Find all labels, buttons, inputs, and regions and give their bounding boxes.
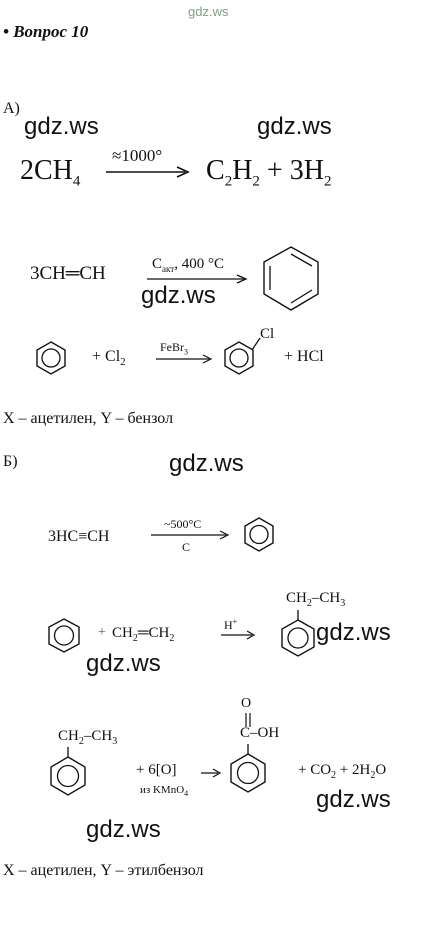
benzene-ring: [263, 246, 319, 311]
a-eq3-condition: FeBr3: [160, 340, 188, 357]
ethylbenzene-ring: [50, 747, 86, 796]
b-eq3-arrow: [201, 768, 222, 778]
b-eq1-condition-bottom: C: [182, 540, 191, 554]
b-eq3-products: + CO2 + 2H2O: [298, 762, 387, 781]
a-eq3-product: + HCl: [284, 348, 324, 365]
a-eq2-condition: Cакт, 400 °C: [152, 256, 224, 274]
benzene-ring: [244, 517, 274, 552]
a-eq3-reagent: + Cl2: [92, 348, 126, 369]
question-title: • Вопрос 10: [3, 22, 89, 41]
b-eq3-carbonyl-o: O: [241, 696, 252, 711]
b-eq3-condition: из KMnO4: [140, 784, 189, 799]
b-eq1-left: 3HC≡CH: [48, 528, 110, 545]
b-eq3-reagent: + 6[O]: [136, 762, 177, 778]
watermark-top: gdz.ws: [188, 4, 229, 19]
watermark: gdz.ws: [316, 786, 391, 813]
b-eq2-reagent: CH2═CH2: [112, 625, 175, 644]
b-eq3-substituent: CH2–CH3: [58, 728, 118, 747]
watermark: gdz.ws: [86, 816, 161, 843]
a-eq1-products: C2H2 + 3H2: [206, 155, 332, 190]
b-eq2-substituent: CH2–CH3: [286, 590, 346, 609]
watermark: gdz.ws: [257, 113, 332, 140]
benzene-ring: [48, 618, 80, 653]
a-eq1-condition: ≈1000°: [112, 146, 163, 165]
b-answer: X – ацетилен, Y – этилбензол: [3, 862, 204, 879]
a-answer: X – ацетилен, Y – бензол: [3, 410, 174, 427]
watermark: gdz.ws: [86, 650, 161, 677]
watermark: gdz.ws: [316, 619, 391, 646]
b-eq1-arrow: [151, 530, 230, 540]
a-eq1-arrow: [106, 166, 190, 178]
a-eq1-left: 2CH4: [20, 155, 81, 190]
watermark: gdz.ws: [24, 113, 99, 140]
c-o-double-bond: [245, 713, 251, 727]
a-eq2-left: 3CH═CH: [30, 263, 106, 284]
chlorobenzene-ring: [224, 341, 254, 375]
c-cl-bond: [251, 337, 261, 351]
b-eq3-carboxyl: C–OH: [240, 725, 280, 741]
benzene-ring: [36, 341, 66, 375]
b-eq1-condition-top: ~500°C: [164, 517, 202, 531]
benzoic-acid-ring: [230, 744, 266, 793]
cl-atom: Cl: [260, 326, 275, 342]
ethylbenzene-ring: [281, 610, 315, 657]
watermark: gdz.ws: [169, 450, 244, 477]
watermark: gdz.ws: [141, 282, 216, 309]
a-eq2-arrow: [147, 274, 248, 284]
section-b-label: Б): [3, 453, 18, 470]
section-a-label: А): [3, 100, 20, 117]
b-eq2-condition: H+: [224, 617, 238, 632]
a-eq3-arrow: [156, 354, 213, 364]
b-eq2-arrow: [221, 630, 256, 640]
b-eq2-plus: +: [98, 625, 106, 640]
